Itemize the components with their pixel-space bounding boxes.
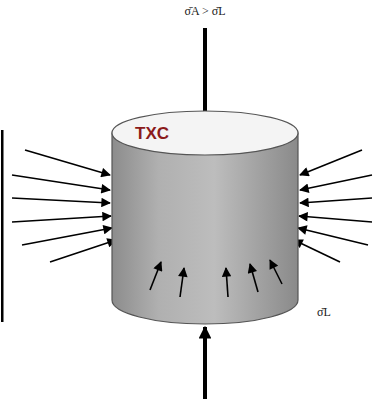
stress-label: σ̄L xyxy=(316,306,332,319)
specimen-cylinder: TXC xyxy=(110,108,300,330)
side-bar xyxy=(1,130,4,322)
lateral-arrows-right xyxy=(294,150,372,262)
lateral-arrows-front xyxy=(150,260,282,297)
axial-arrow xyxy=(203,327,207,399)
cylinder-body xyxy=(112,133,298,324)
stress-label: σ̄A > σ̄L xyxy=(183,5,226,18)
cylinder-top xyxy=(112,111,298,155)
lateral-arrows-left xyxy=(12,150,116,262)
specimen-label: TXC xyxy=(135,125,169,142)
